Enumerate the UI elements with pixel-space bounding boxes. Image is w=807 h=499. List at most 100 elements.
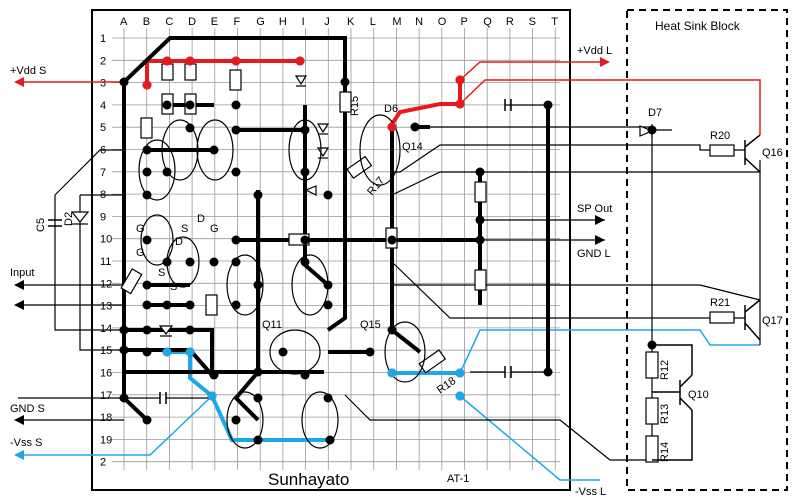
q16-label: Q16 (762, 147, 783, 159)
gate-label-3: G (136, 247, 145, 259)
solder-node (162, 257, 172, 267)
vss-node (185, 347, 195, 357)
solder-node (300, 167, 310, 177)
column-label: J (324, 16, 330, 28)
solder-node (231, 100, 241, 110)
drain-label-1: D (197, 213, 205, 225)
solder-node (300, 370, 310, 380)
vss-node (455, 368, 465, 378)
solder-node (647, 125, 657, 135)
solder-node (185, 325, 195, 335)
solder-node (253, 367, 263, 377)
input-arrow (14, 280, 24, 290)
d6-label: D6 (384, 103, 398, 115)
row-label: 2 (100, 55, 106, 67)
vdd-node (387, 122, 397, 132)
solder-node (300, 125, 310, 135)
r13-label: R13 (659, 404, 671, 424)
source-label-2: S (158, 267, 165, 279)
solder-node (387, 235, 397, 245)
vdd-node (295, 56, 305, 66)
solder-node (185, 300, 195, 310)
solder-node (209, 145, 219, 155)
vdd-node (455, 99, 465, 109)
vdd-node (231, 56, 241, 66)
solder-node (162, 300, 172, 310)
column-label: H (279, 16, 287, 28)
solder-node (119, 393, 129, 403)
input-label: Input (10, 267, 34, 279)
solder-node (162, 167, 172, 177)
column-label: A (120, 16, 128, 28)
heat-sink-title: Heat Sink Block (655, 19, 741, 33)
solder-node (119, 325, 129, 335)
board-name: Sunhayato (268, 470, 349, 489)
solder-node (231, 167, 241, 177)
vss-s-arrow (14, 450, 24, 460)
source-label-1: S (181, 223, 188, 235)
q14-label: Q14 (402, 141, 423, 153)
solder-node (142, 415, 152, 425)
solder-node (323, 190, 333, 200)
row-label: 17 (100, 390, 112, 402)
solder-node (119, 77, 129, 87)
solder-node (231, 257, 241, 267)
vss-wires (18, 329, 760, 481)
gnd-l-arrow (595, 235, 605, 245)
solder-node (278, 347, 288, 357)
solder-node (142, 190, 152, 200)
drain-label-2: D (175, 236, 183, 248)
board-model: AT-1 (447, 473, 469, 485)
row-label: 16 (100, 368, 112, 380)
diodes (70, 75, 654, 337)
row-label: 14 (100, 323, 112, 335)
column-label: D (188, 16, 196, 28)
solder-node (142, 300, 152, 310)
solder-node (253, 280, 263, 290)
row-label: 11 (100, 256, 111, 268)
solder-node (323, 280, 333, 290)
row-label: 18 (100, 412, 112, 424)
solder-node (323, 300, 333, 310)
column-label: K (347, 16, 355, 28)
solder-node (231, 235, 241, 245)
row-label: 10 (100, 234, 112, 246)
solder-node (185, 123, 195, 133)
r15-label: R15 (349, 96, 361, 116)
r18-label: R18 (435, 375, 458, 396)
solder-node (142, 235, 152, 245)
q17-label: Q17 (762, 315, 783, 327)
heatsink-resistors (645, 144, 735, 463)
solder-node (209, 370, 219, 380)
d7-label: D7 (648, 107, 662, 119)
solder-node (142, 167, 152, 177)
column-label: C (165, 16, 173, 28)
column-label: F (234, 16, 241, 28)
solder-node (185, 257, 195, 267)
row-label: 5 (100, 122, 106, 134)
solder-node (300, 235, 310, 245)
solder-node (323, 393, 333, 403)
q15-label: Q15 (360, 319, 381, 331)
r20-label: R20 (710, 130, 730, 142)
vdd-l-label: +Vdd L (577, 45, 612, 57)
solder-node (543, 367, 553, 377)
d2-label: D2 (63, 212, 75, 226)
sp-out-arrow (595, 215, 605, 225)
heatsink-transistors (652, 134, 761, 461)
solder-node (231, 125, 241, 135)
gnd-s-arrow (14, 415, 24, 425)
sp-out-label: SP Out (577, 203, 612, 215)
gnd-s-label: GND S (10, 403, 45, 415)
column-label: B (143, 16, 150, 28)
row-label: 19 (100, 434, 112, 446)
solder-node (162, 100, 172, 110)
solder-node (365, 347, 375, 357)
solder-node (185, 100, 195, 110)
column-label: S (529, 16, 536, 28)
row-label: 7 (100, 167, 106, 179)
vss-node (387, 368, 397, 378)
solder-node (300, 257, 310, 267)
solder-node (387, 325, 397, 335)
